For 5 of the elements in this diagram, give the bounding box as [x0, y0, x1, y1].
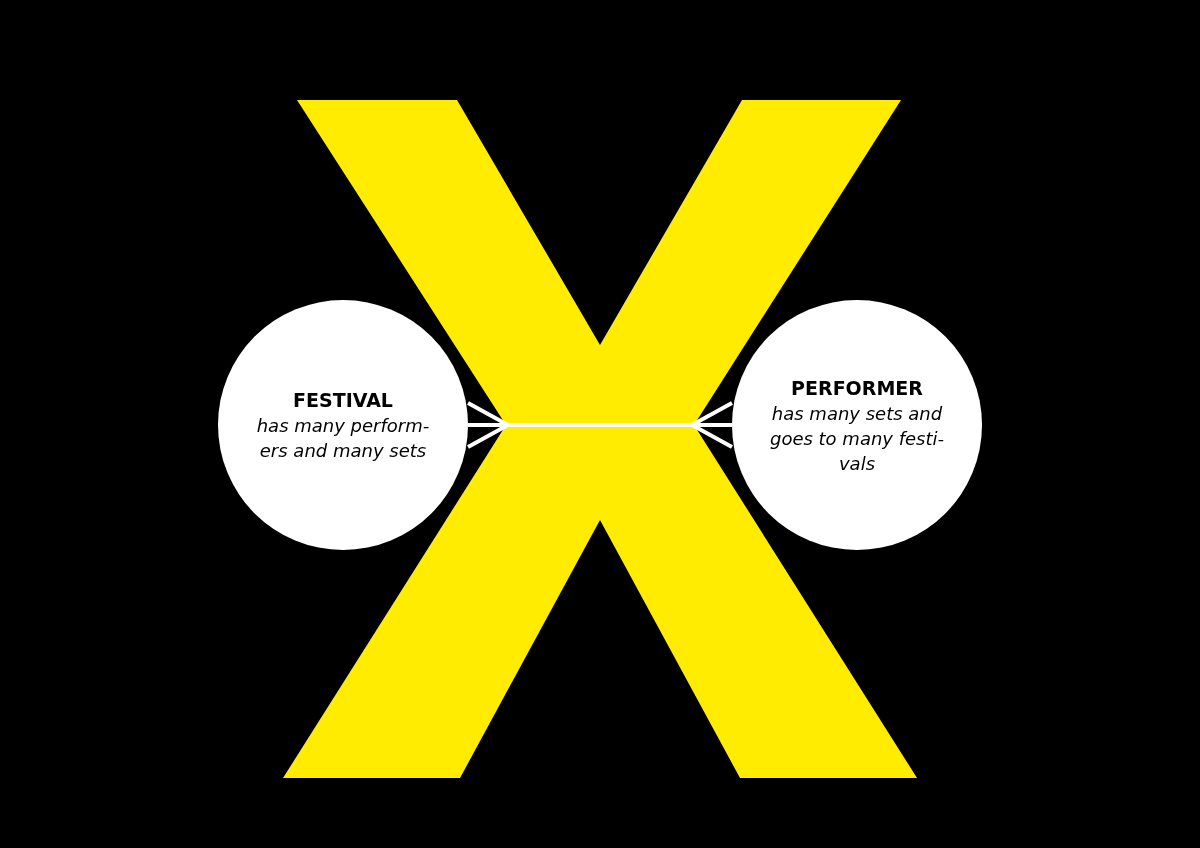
entity-name: PERFORMER: [791, 375, 923, 401]
entity-description: has many sets and goes to many festi- vals: [768, 401, 946, 476]
relationship-line: [466, 401, 734, 449]
entity-description: has many perform- ers and many sets: [255, 414, 431, 463]
entity-name: FESTIVAL: [293, 388, 393, 413]
